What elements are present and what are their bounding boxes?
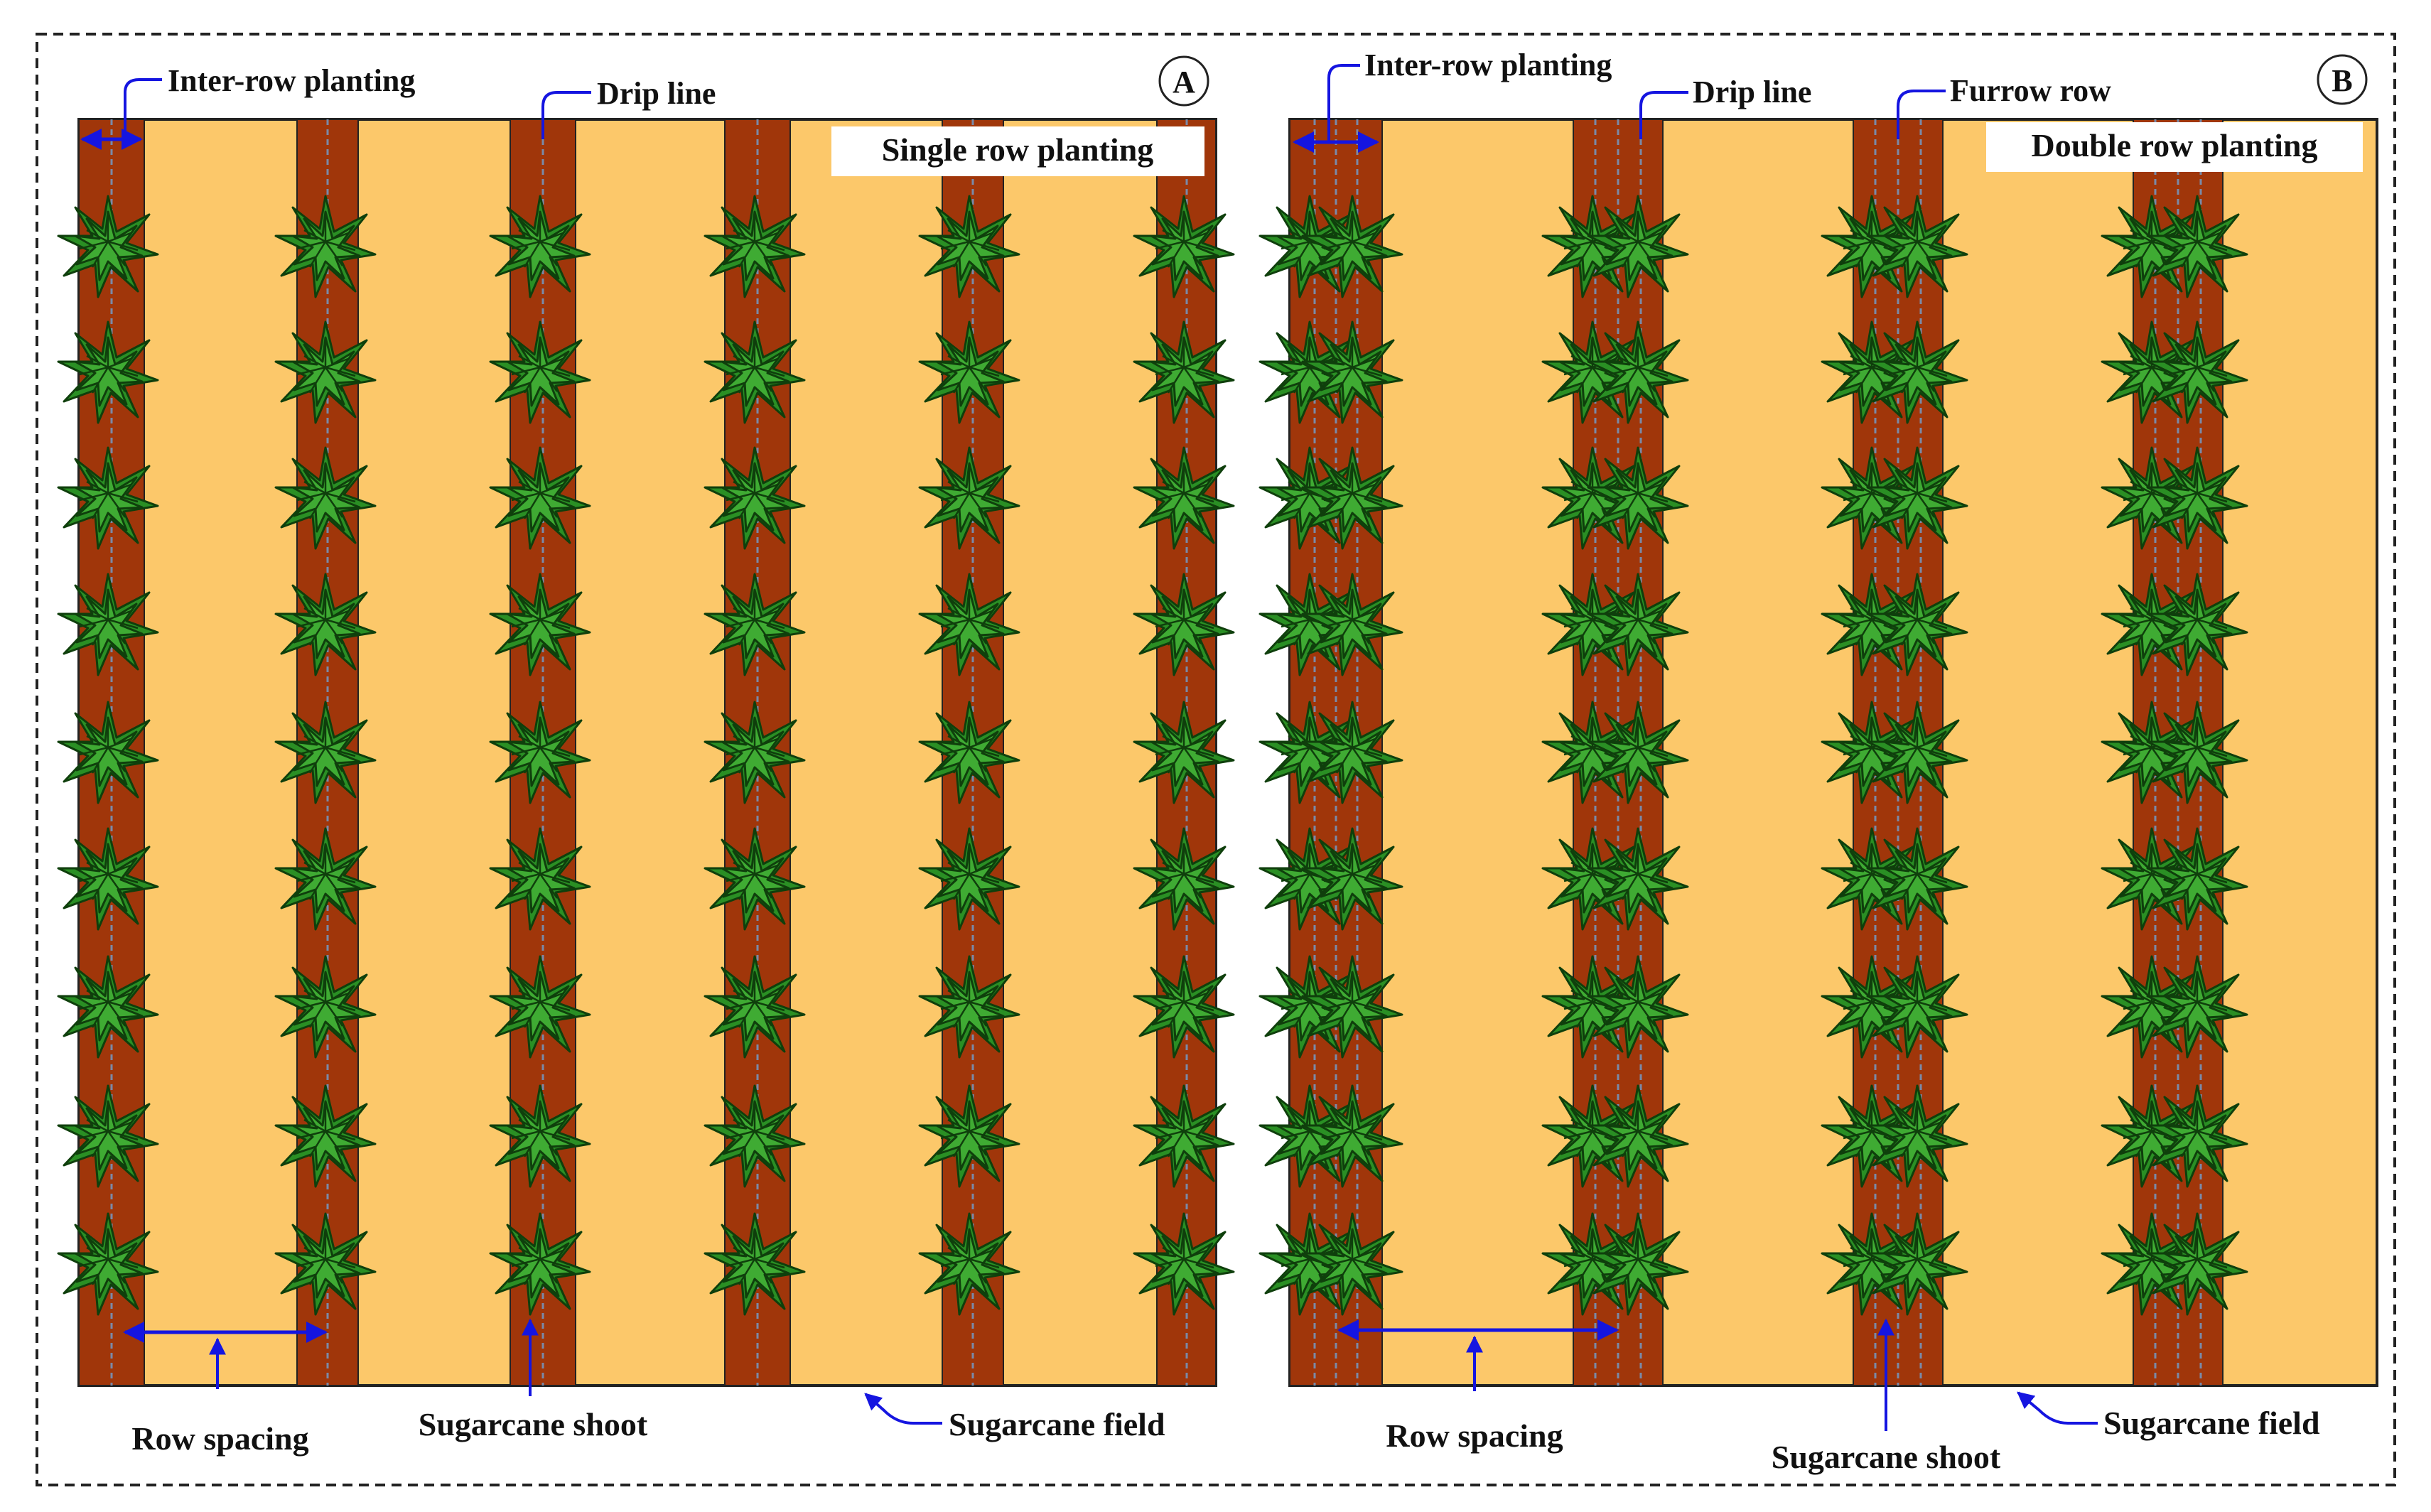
- panel-b-letter: B: [2332, 63, 2352, 98]
- panel-b-inter-row-leader: [1327, 64, 1360, 142]
- panel-a-single-row: Single row planting A Inter-row planting…: [57, 55, 1235, 1457]
- panel-a-title: Single row planting: [882, 131, 1154, 168]
- panel-a-inter-row-leader: [124, 78, 162, 139]
- panel-a-row-spacing-label: Row spacing: [131, 1420, 308, 1457]
- panel-b-row-spacing-label: Row spacing: [1386, 1418, 1563, 1454]
- panel-b-title: Double row planting: [2031, 127, 2317, 163]
- panel-b-title-box: [1986, 122, 2363, 172]
- panel-a-drip-line-leader: [541, 91, 591, 139]
- panel-a-drip-line-label: Drip line: [597, 76, 716, 111]
- panel-a-inter-row-label: Inter-row planting: [168, 63, 415, 98]
- panel-a-letter: A: [1173, 65, 1195, 99]
- panel-b-letter-circle: [2317, 54, 2368, 105]
- panel-b-field-pointer: [2017, 1391, 2098, 1425]
- panel-a-field: [77, 118, 1217, 1387]
- panel-a-shoot-label: Sugarcane shoot: [419, 1406, 648, 1442]
- panel-a-field-label: Sugarcane field: [949, 1406, 1165, 1442]
- panel-a-field-pointer: [864, 1393, 942, 1425]
- panel-b-double-row: Double row planting B Inter-row planting…: [1258, 48, 2378, 1475]
- panel-b-furrow-leader: [1897, 90, 1946, 139]
- panel-b-field-label: Sugarcane field: [2103, 1405, 2320, 1441]
- panel-b-shoot-label: Sugarcane shoot: [1772, 1439, 2001, 1475]
- panel-b-drip-line-label: Drip line: [1693, 75, 1811, 109]
- panel-b-drip-line-leader: [1639, 91, 1688, 139]
- panel-a-letter-circle: [1158, 55, 1209, 107]
- outer-dashed-frame: [36, 33, 2396, 1486]
- panel-b-furrow-label: Furrow row: [1950, 73, 2111, 108]
- panel-b-inter-row-label: Inter-row planting: [1364, 48, 1612, 82]
- panel-a-title-box: [831, 126, 1204, 176]
